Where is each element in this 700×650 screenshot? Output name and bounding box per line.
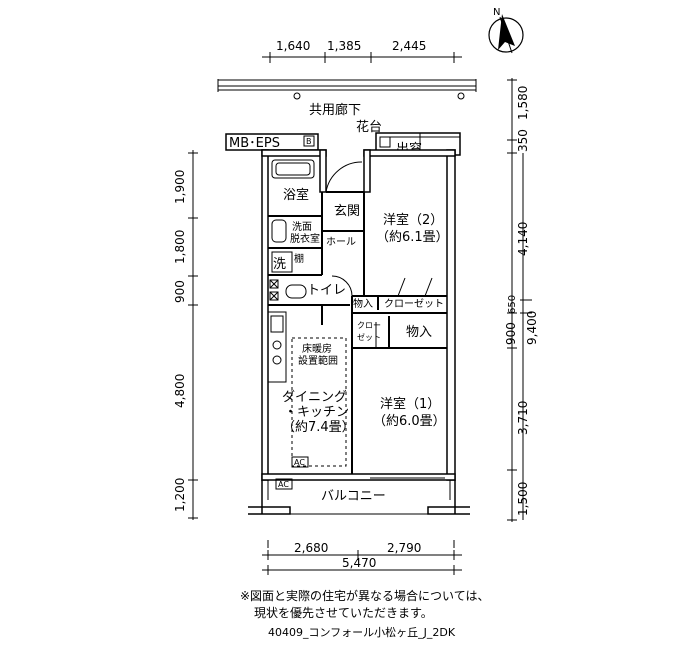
dim-top-1: 1,640 (276, 39, 310, 53)
disclaimer-line-1: ※図面と実際の住宅が異なる場合については、 (240, 589, 490, 603)
dim-bottom-total: 5,470 (342, 556, 376, 570)
washer-pan (271, 251, 293, 273)
balcony-label: バルコニー (321, 489, 386, 504)
dim-left-2: 1,800 (173, 230, 187, 264)
balcony (248, 478, 470, 515)
mb-eps-label: MB･EPS (229, 136, 280, 151)
floor-heat-label-2: 設置範囲 (298, 354, 338, 367)
interior-walls (268, 191, 447, 474)
closet-2-label-a: クロー (357, 321, 381, 330)
left-dimension (188, 150, 198, 520)
bath-label: 浴室 (283, 187, 309, 203)
closet-2-label-b: ゼット (357, 332, 381, 342)
compass-label: N (493, 7, 500, 18)
western-room-2-size: （約6.1畳） (376, 230, 449, 245)
dim-right-4: 900 (504, 322, 518, 345)
toilet-fixture (269, 279, 307, 301)
dim-right-6: 3,710 (516, 401, 530, 435)
bathtub (271, 159, 315, 179)
hall-label: ホール (326, 236, 356, 248)
closet-1-label: クローゼット (384, 298, 444, 310)
dk-label-2: ・キッチン (284, 405, 349, 420)
dk-label-3: （約7.4畳） (282, 420, 355, 435)
dim-bottom-1: 2,680 (294, 541, 328, 555)
toilet-label: トイレ (307, 283, 346, 298)
dim-right-3: 4,140 (516, 222, 530, 256)
western-room-1-name: 洋室（1） (380, 396, 440, 412)
corridor-label: 共用廊下 (309, 102, 361, 118)
washer-label: 洗 (273, 257, 286, 272)
right-dimension (507, 78, 532, 522)
washroom-label-1: 洗面 (292, 221, 312, 233)
washbasin (271, 219, 287, 243)
storage-2-label: 物入 (406, 325, 432, 340)
floor-heat-label-1: 床暖房 (302, 342, 332, 355)
dim-left-1: 1,900 (173, 170, 187, 204)
dim-top-3: 2,445 (392, 39, 426, 53)
dim-left-3: 900 (173, 280, 187, 303)
western-room-1-size: （約6.0畳） (373, 414, 446, 429)
ac-label-2: AC (278, 480, 289, 489)
ac-box-1 (291, 456, 309, 468)
plan-caption: 40409_コンフォール小松ヶ丘_J_2DK (268, 626, 456, 639)
kitchen-counter (267, 311, 287, 383)
western-room-2-name: 洋室（2） (383, 212, 443, 228)
ac-label-1: AC (294, 458, 305, 467)
shelf-label: 棚 (294, 252, 304, 265)
outer-walls (261, 149, 456, 481)
dim-right-5: 650 (507, 295, 518, 314)
disclaimer-line-2: 現状を優先させていただきます。 (254, 606, 433, 620)
flower-bed-label: 花台 (356, 119, 382, 135)
door-swings (325, 160, 433, 348)
top-dimension (262, 52, 462, 63)
north-arrow-icon: N (488, 7, 524, 54)
dim-left-4: 4,800 (173, 374, 187, 408)
entrance-label: 玄関 (334, 204, 360, 219)
dim-right-2: 350 (516, 129, 530, 152)
dim-right-7: 1,500 (516, 482, 530, 516)
mb-eps-b-label: B (306, 137, 312, 146)
dim-right-1: 1,580 (516, 86, 530, 120)
bottom-dimension (262, 540, 462, 575)
corridor-band (217, 79, 477, 100)
dim-right-total: 9,400 (525, 311, 539, 345)
dim-left-5: 1,200 (173, 478, 187, 512)
storage-1-label: 物入 (353, 297, 373, 310)
washroom-label-2: 脱衣室 (290, 232, 320, 245)
dim-bottom-2: 2,790 (387, 541, 421, 555)
floor-heating-area (291, 337, 347, 467)
dim-top-2: 1,385 (327, 39, 361, 53)
windows (370, 473, 445, 479)
dk-label-1: ダイニング (282, 390, 347, 405)
